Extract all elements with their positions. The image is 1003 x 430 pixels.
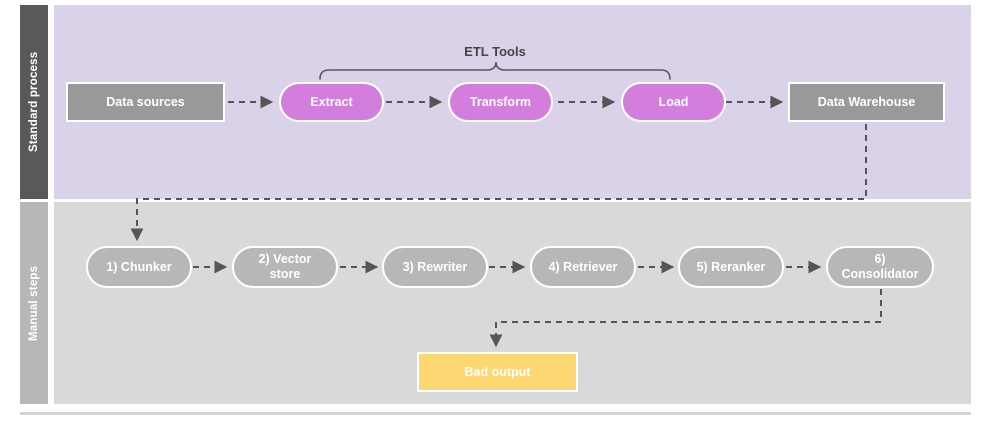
bottom-divider-rule <box>20 412 971 415</box>
etl-tools-label: ETL Tools <box>464 44 526 59</box>
node-extract[interactable]: Extract <box>279 82 384 122</box>
swimlane-label-standard-process: Standard process <box>20 5 48 199</box>
node-consolidator[interactable]: 6) Consolidator <box>826 246 934 288</box>
node-reranker[interactable]: 5) Reranker <box>678 246 784 288</box>
node-vector-store[interactable]: 2) Vector store <box>232 246 338 288</box>
node-bad-output[interactable]: Bad output <box>417 352 578 392</box>
node-rewriter[interactable]: 3) Rewriter <box>382 246 488 288</box>
node-data-warehouse[interactable]: Data Warehouse <box>788 82 945 122</box>
node-transform[interactable]: Transform <box>448 82 553 122</box>
node-data-sources[interactable]: Data sources <box>66 82 225 122</box>
swimlane-label-manual-steps: Manual steps <box>20 202 48 404</box>
node-retriever[interactable]: 4) Retriever <box>530 246 636 288</box>
node-load[interactable]: Load <box>621 82 726 122</box>
node-chunker[interactable]: 1) Chunker <box>86 246 192 288</box>
